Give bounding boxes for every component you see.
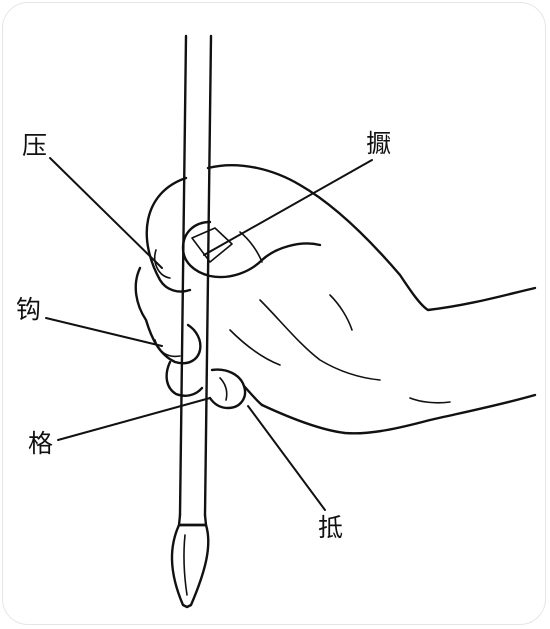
palm-line-4 [409, 397, 451, 404]
thumb [181, 220, 322, 279]
leader-di [247, 405, 326, 511]
middle-finger [134, 266, 202, 365]
brush-tip-highlight [183, 534, 188, 596]
little-finger [208, 368, 247, 410]
label-ge: 格 [28, 429, 53, 458]
index-finger [145, 176, 192, 293]
palm-line-3 [329, 294, 353, 331]
label-gou: 钩 [16, 295, 41, 324]
hand-lower-edge [242, 384, 264, 407]
hand [134, 164, 537, 435]
label-ya: 压 [22, 131, 47, 160]
hand-back [206, 164, 537, 312]
thumb-crease [239, 231, 263, 263]
label-di: 抵 [318, 513, 343, 542]
leader-ge [57, 397, 211, 441]
brush-tip [170, 523, 210, 609]
palm-line-2 [229, 329, 281, 366]
index-nail [154, 249, 171, 279]
little-finger-joint [219, 377, 228, 401]
brush [170, 34, 213, 609]
palm-line-1 [259, 299, 381, 381]
label-ye: 擫 [366, 129, 391, 158]
ring-finger [165, 360, 204, 397]
wrist-bottom [260, 393, 537, 435]
leader-lines [45, 157, 373, 511]
middle-nail [154, 339, 181, 358]
leader-gou [45, 317, 163, 347]
leader-ya [49, 157, 163, 269]
thumb-nail [191, 227, 233, 263]
leader-ye [203, 159, 373, 256]
labels: 压 擫 钩 格 抵 [16, 129, 391, 542]
brush-ferrule [177, 513, 208, 527]
